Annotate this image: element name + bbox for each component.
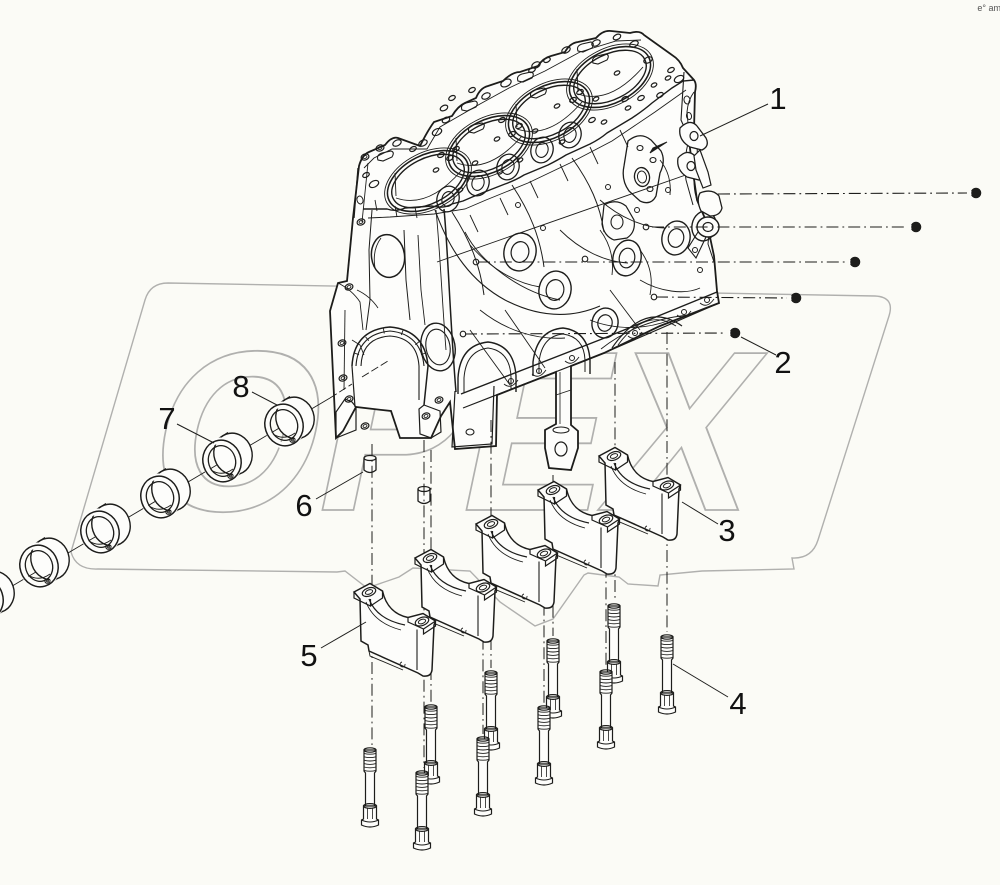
svg-text:1: 1	[769, 81, 786, 116]
svg-text:6: 6	[295, 488, 312, 523]
svg-text:8: 8	[232, 369, 249, 404]
svg-text:3: 3	[718, 513, 735, 548]
svg-text:7: 7	[158, 401, 175, 436]
svg-text:e° am: e° am	[977, 3, 1000, 13]
svg-text:2: 2	[774, 345, 791, 380]
svg-text:4: 4	[729, 686, 746, 721]
svg-text:5: 5	[300, 638, 317, 673]
